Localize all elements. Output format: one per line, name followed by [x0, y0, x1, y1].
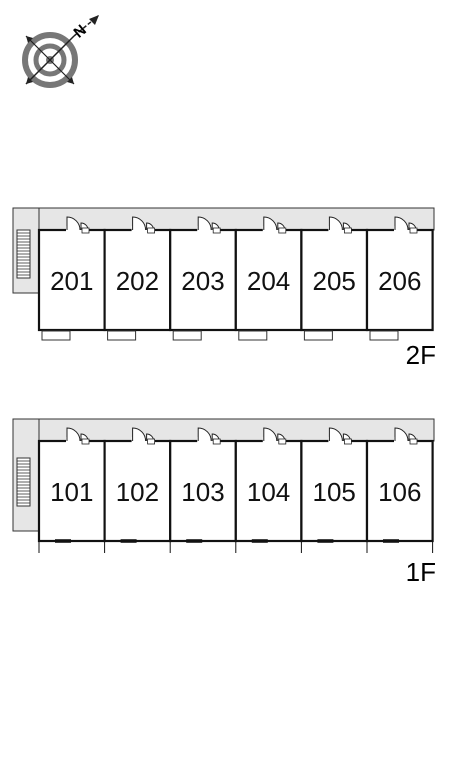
door-icon	[197, 427, 212, 442]
unit-room	[365, 228, 434, 332]
unit-203: 203	[169, 216, 237, 341]
door-icon	[394, 216, 409, 231]
unit-102: 102	[103, 427, 172, 553]
unit-205: 205	[300, 216, 369, 341]
unit-number-label: 104	[247, 477, 290, 507]
meter-box-icon	[409, 227, 418, 234]
compass-outer-ring	[22, 32, 78, 88]
unit-number-label: 101	[50, 477, 93, 507]
compass-north-arrow-icon	[89, 15, 99, 25]
meter-box-icon	[81, 438, 90, 445]
balcony	[303, 330, 333, 341]
compass-north-label: N	[70, 22, 89, 42]
meter-box-icon	[278, 227, 287, 234]
floor-label-1f: 1F	[406, 557, 436, 587]
balcony	[41, 330, 71, 341]
meter-box-icon	[147, 438, 156, 445]
unit-number-label: 105	[313, 477, 356, 507]
floor-plan-1f: 101 102 103 104 105 106 1F	[12, 418, 436, 587]
unit-206: 206	[365, 216, 434, 341]
unit-201: 201	[37, 216, 106, 341]
unit-number-label: 203	[181, 266, 224, 296]
unit-number-label: 106	[378, 477, 421, 507]
unit-202: 202	[103, 216, 172, 341]
door-icon	[263, 427, 278, 442]
unit-room	[37, 228, 106, 332]
meter-box-icon	[147, 227, 156, 234]
meter-box-icon	[81, 227, 90, 234]
door-icon	[132, 427, 147, 442]
staircase-2f	[16, 229, 31, 279]
unit-103: 103	[169, 427, 237, 553]
floor-label-2f: 2F	[406, 340, 436, 370]
unit-number-label: 205	[313, 266, 356, 296]
unit-104: 104	[234, 427, 303, 553]
unit-number-label: 202	[116, 266, 159, 296]
unit-204: 204	[234, 216, 303, 341]
meter-box-icon	[212, 227, 221, 234]
unit-number-label: 204	[247, 266, 290, 296]
unit-number-label: 201	[50, 266, 93, 296]
meter-box-icon	[409, 438, 418, 445]
balcony	[107, 330, 137, 341]
balcony	[238, 330, 268, 341]
meter-box-icon	[212, 438, 221, 445]
compass-middle-ring	[33, 43, 67, 77]
door-icon	[66, 216, 81, 231]
compass-rose: N	[22, 15, 99, 88]
floor-plan-2f: 201 202 203 204 205 206 2F	[12, 207, 436, 370]
compass-arrow-se-icon	[67, 77, 74, 84]
unit-room	[169, 228, 237, 332]
unit-room	[300, 228, 369, 332]
unit-number-label: 103	[181, 477, 224, 507]
staircase-1f	[16, 457, 31, 507]
door-icon	[394, 427, 409, 442]
unit-106: 106	[365, 427, 434, 553]
compass-arrow-nw-icon	[26, 36, 33, 43]
unit-101: 101	[37, 427, 106, 553]
compass-arrow-sw-icon	[26, 77, 33, 84]
door-icon	[328, 427, 343, 442]
door-icon	[197, 216, 212, 231]
meter-box-icon	[343, 438, 352, 445]
door-icon	[328, 216, 343, 231]
balcony	[369, 330, 399, 341]
meter-box-icon	[278, 438, 287, 445]
door-icon	[132, 216, 147, 231]
balcony	[172, 330, 202, 341]
unit-room	[37, 439, 106, 543]
door-icon	[66, 427, 81, 442]
meter-box-icon	[343, 227, 352, 234]
unit-number-label: 102	[116, 477, 159, 507]
compass-needle-cross	[25, 35, 75, 85]
unit-number-label: 206	[378, 266, 421, 296]
door-icon	[263, 216, 278, 231]
unit-105: 105	[300, 427, 369, 553]
